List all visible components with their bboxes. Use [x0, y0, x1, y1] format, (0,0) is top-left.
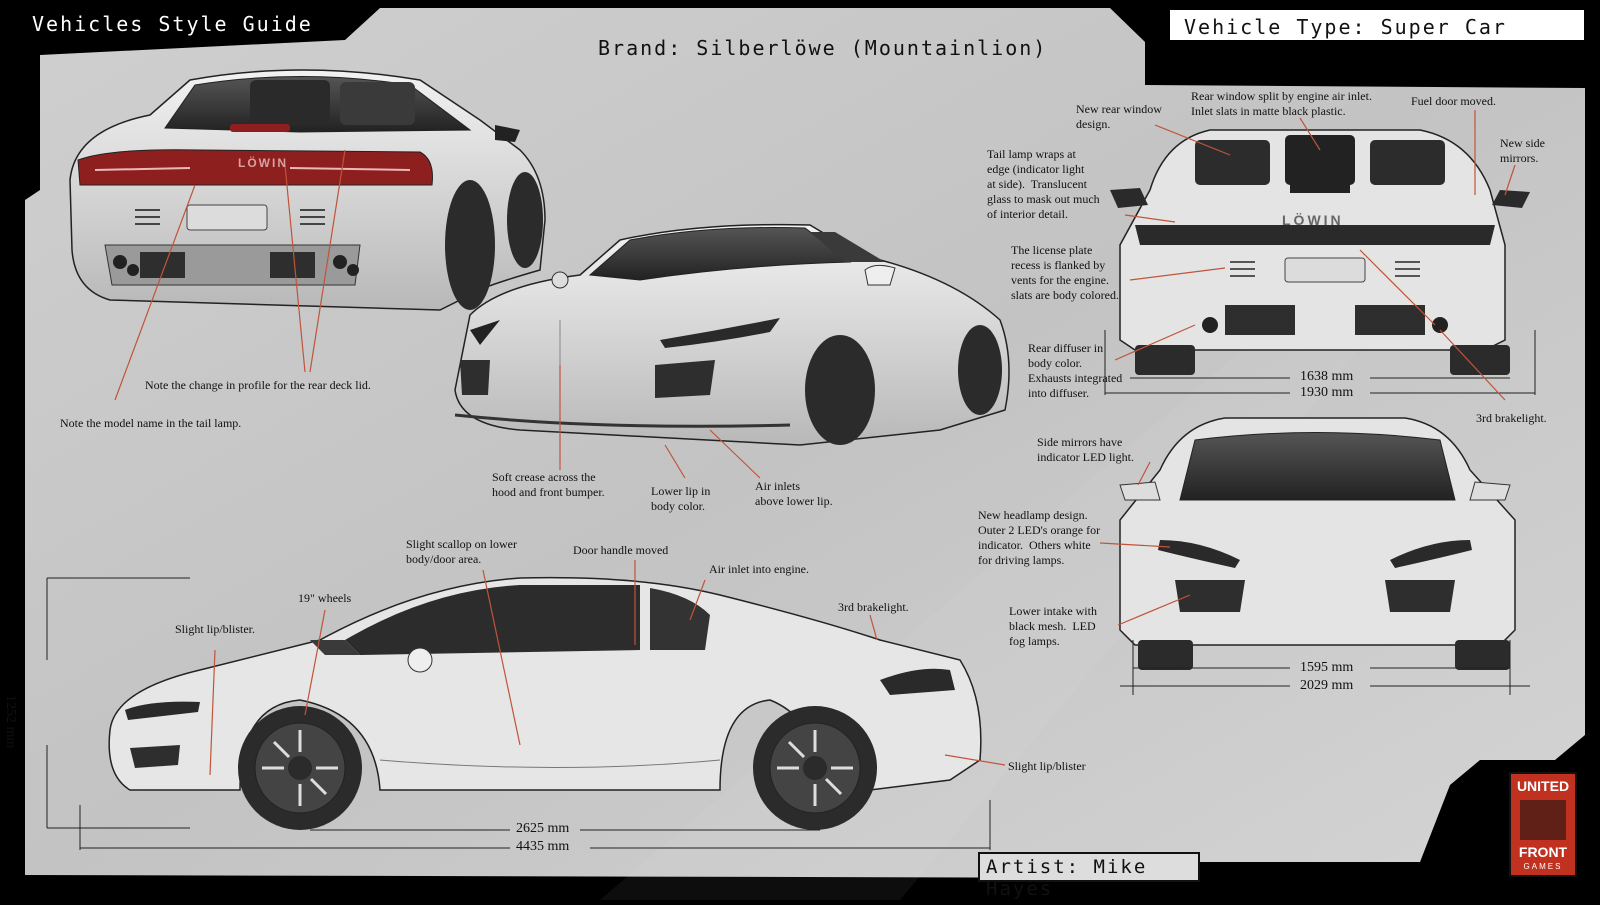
- note-side-mirrors-new: New side mirrors.: [1500, 136, 1545, 165]
- artist-box: Artist: Mike Hayes: [978, 852, 1200, 900]
- rear-three-quarter-view: [69, 69, 546, 311]
- note-rear-diffuser: Rear diffuser in body color. Exhausts in…: [1028, 341, 1123, 400]
- note-license-plate: The license plate recess is flanked by v…: [1011, 243, 1119, 302]
- dimension-lines: [46, 330, 1536, 850]
- logo-line-2: FRONT: [1518, 844, 1568, 860]
- note-lower-lip: Lower lip in body color.: [651, 484, 711, 513]
- annotation-lines: [114, 110, 1516, 776]
- front-three-quarter-view: [454, 223, 1010, 446]
- logo-line-3: GAMES: [1523, 862, 1563, 871]
- dim-rear-width: 1930 mm: [1300, 385, 1354, 400]
- vehicle-type: Vehicle Type: Super Car: [1184, 15, 1507, 39]
- note-soft-crease: Soft crease across the hood and front bu…: [492, 470, 605, 499]
- note-deck-lid: Note the change in profile for the rear …: [145, 378, 371, 392]
- dim-wheelbase: 2625 mm: [516, 821, 570, 836]
- note-headlamp: New headlamp design. Outer 2 LED's orang…: [978, 508, 1101, 567]
- note-tail-lamp-name: Note the model name in the tail lamp.: [60, 416, 242, 430]
- dim-front-track: 1595 mm: [1300, 660, 1354, 675]
- side-view: [108, 576, 982, 830]
- artist-credit: Artist: Mike Hayes: [986, 856, 1148, 900]
- brand-title: Brand: Silberlöwe (Mountainlion): [598, 36, 1048, 60]
- note-side-mirror-led: Side mirrors have indicator LED light.: [1037, 435, 1134, 464]
- front-wheel: [238, 706, 362, 830]
- note-wheels: 19" wheels: [298, 591, 352, 605]
- tail-lamp-badge: LÖWIN: [238, 156, 288, 170]
- dim-front-width: 2029 mm: [1300, 678, 1354, 693]
- note-new-rear-window: New rear window design.: [1076, 102, 1162, 131]
- united-front-games-logo: [1509, 772, 1577, 877]
- note-fuel-door: Fuel door moved.: [1411, 94, 1496, 108]
- vehicle-type-box: Vehicle Type: Super Car: [1170, 10, 1584, 40]
- front-orthographic-view: [1119, 417, 1516, 670]
- note-lip-blister-front: Slight lip/blister.: [175, 622, 256, 636]
- rear-orthographic-view: [1110, 129, 1530, 375]
- logo-line-1: UNITED: [1516, 778, 1570, 794]
- note-lower-intake: Lower intake with black mesh. LED fog la…: [1009, 604, 1097, 648]
- dim-height: 1252 mm: [3, 695, 18, 749]
- note-engine-inlet: Air inlet into engine.: [709, 562, 809, 576]
- dim-length: 4435 mm: [516, 839, 570, 854]
- note-rear-brakelight: 3rd brakelight.: [1476, 411, 1547, 425]
- note-rear-window-split: Rear window split by engine air inlet. I…: [1191, 89, 1372, 118]
- note-door-handle: Door handle moved: [573, 543, 669, 557]
- note-scallop: Slight scallop on lower body/door area.: [406, 537, 517, 566]
- note-side-brakelight: 3rd brakelight.: [838, 600, 909, 614]
- rear-badge: LÖWIN: [1282, 212, 1344, 228]
- guide-title: Vehicles Style Guide: [32, 12, 313, 36]
- dim-rear-track: 1638 mm: [1300, 369, 1354, 384]
- rear-wheel: [753, 706, 877, 830]
- note-tail-lamp-wraps: Tail lamp wraps at edge (indicator light…: [987, 147, 1100, 221]
- note-air-inlets: Air inlets above lower lip.: [755, 479, 833, 508]
- note-lip-blister-rear: Slight lip/blister: [1008, 759, 1086, 773]
